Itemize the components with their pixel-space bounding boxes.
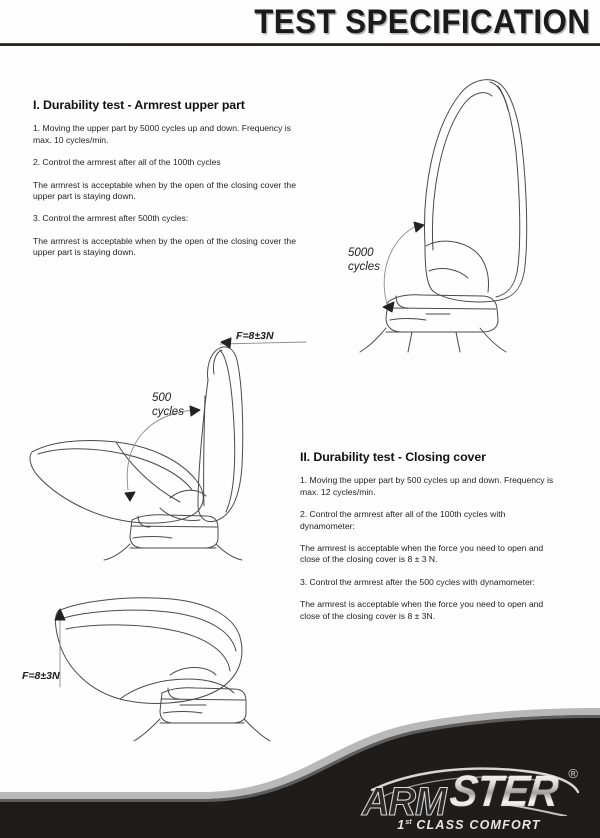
annotation-5000-cycles-line2: cycles (348, 261, 380, 273)
illustration-armrest-upper-part (330, 70, 600, 353)
section-1-paragraph-1: 1. Moving the upper part by 5000 cycles … (33, 123, 291, 145)
brand-tagline: 1st CLASS COMFORT (354, 818, 584, 832)
section-durability-closing-cover: II. Durability test - Closing cover 1. M… (300, 450, 562, 622)
section-2-paragraph-4: 3. Control the armrest after the 500 cyc… (300, 576, 535, 587)
annotation-5000-cycles: 5000 cycles (348, 246, 380, 274)
footer-banner: ARM STER ® 1st CLASS COMFORT (0, 688, 600, 838)
annotation-500-cycles-line2: cycles (152, 406, 184, 418)
section-1-paragraph-2: 2. Control the armrest after all of the … (33, 157, 221, 168)
section-2-paragraph-1: 1. Moving the upper part by 500 cycles u… (300, 475, 554, 497)
page-title: TEST SPECIFICATION (253, 3, 590, 41)
brand-logo-mark: ARM STER ® (354, 764, 584, 823)
brand-logo-arm: ARM (361, 780, 447, 824)
section-1-paragraph-5: The armrest is acceptable when by the op… (33, 235, 296, 258)
annotation-force-top: F=8±3N (236, 330, 274, 342)
section-1-heading: I. Durability test - Armrest upper part (33, 98, 245, 112)
registered-trademark-icon: ® (568, 766, 578, 781)
section-2-paragraph-3: The armrest is acceptable when the force… (300, 543, 544, 565)
illustration-closing-cover-open (20, 330, 310, 561)
annotation-5000-cycles-line1: 5000 (348, 247, 374, 259)
brand-logo-ster: STER (447, 767, 561, 816)
illustration-closing-cover-closed (10, 575, 290, 750)
section-1-paragraph-4: 3. Control the armrest after 500th cycle… (33, 213, 189, 224)
section-2-paragraph-5: The armrest is acceptable when the force… (300, 599, 544, 621)
annotation-force-bottom: F=8±3N (22, 670, 60, 682)
brand-tagline-number: 1 (397, 818, 406, 832)
brand-logo: ARM STER ® 1st CLASS COMFORT (354, 764, 584, 832)
annotation-500-cycles: 500 cycles (152, 391, 184, 419)
brand-tagline-text: CLASS COMFORT (416, 818, 541, 832)
section-2-heading: II. Durability test - Closing cover (300, 450, 486, 464)
header-divider (0, 43, 600, 46)
section-durability-armrest-upper-part: I. Durability test - Armrest upper part … (33, 98, 296, 259)
annotation-500-cycles-line1: 500 (152, 392, 172, 404)
section-1-paragraph-3: The armrest is acceptable when by the op… (33, 179, 296, 202)
section-2-paragraph-2: 2. Control the armrest after all of the … (300, 509, 506, 531)
brand-tagline-ordinal: st (405, 818, 412, 826)
